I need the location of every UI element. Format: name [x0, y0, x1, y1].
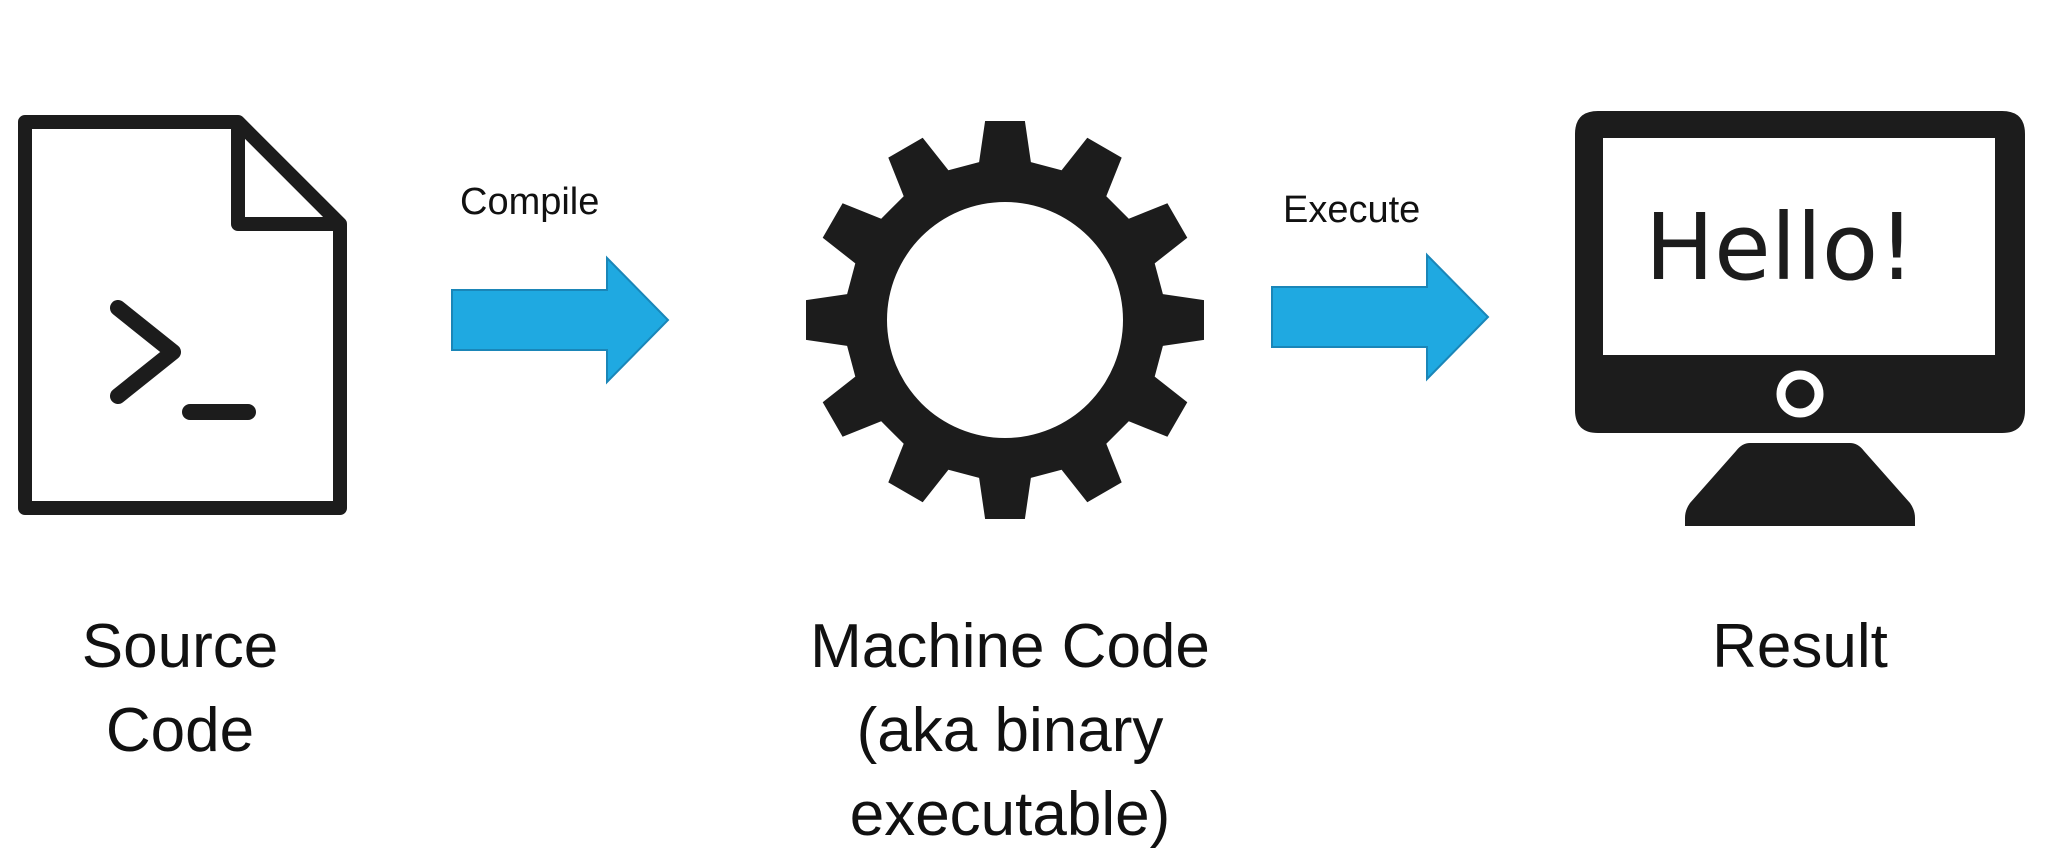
result-node: Hello! — [1570, 108, 2030, 533]
machine-caption-line: (aka binary — [856, 696, 1164, 765]
result-caption-line: Result — [1712, 612, 1888, 681]
right-arrow-icon — [1271, 252, 1490, 382]
power-button-icon — [1776, 370, 1824, 418]
machine-caption-line: executable) — [849, 780, 1171, 849]
screen-hello-text: Hello! — [1645, 194, 1916, 301]
monitor-stand-icon — [1685, 443, 1915, 526]
monitor-icon — [1575, 111, 2025, 526]
source-code-node — [10, 110, 355, 520]
compile-arrow — [450, 255, 675, 385]
result-caption: Result — [1600, 605, 2000, 689]
execute-arrow — [1270, 252, 1495, 382]
right-arrow-icon — [451, 255, 670, 385]
machine-code-caption: Machine Code (aka binary executable) — [780, 605, 1240, 857]
source-code-caption: Source Code — [30, 605, 330, 773]
prompt-chevron-icon — [110, 300, 181, 404]
machine-code-node — [795, 110, 1215, 530]
code-file-icon — [18, 115, 347, 515]
compile-label: Compile — [460, 181, 600, 223]
source-caption-line: Source — [81, 612, 279, 681]
gear-icon — [806, 121, 1204, 519]
source-caption-line: Code — [105, 696, 255, 765]
machine-caption-line: Machine Code — [810, 612, 1210, 681]
execute-label: Execute — [1283, 189, 1421, 231]
